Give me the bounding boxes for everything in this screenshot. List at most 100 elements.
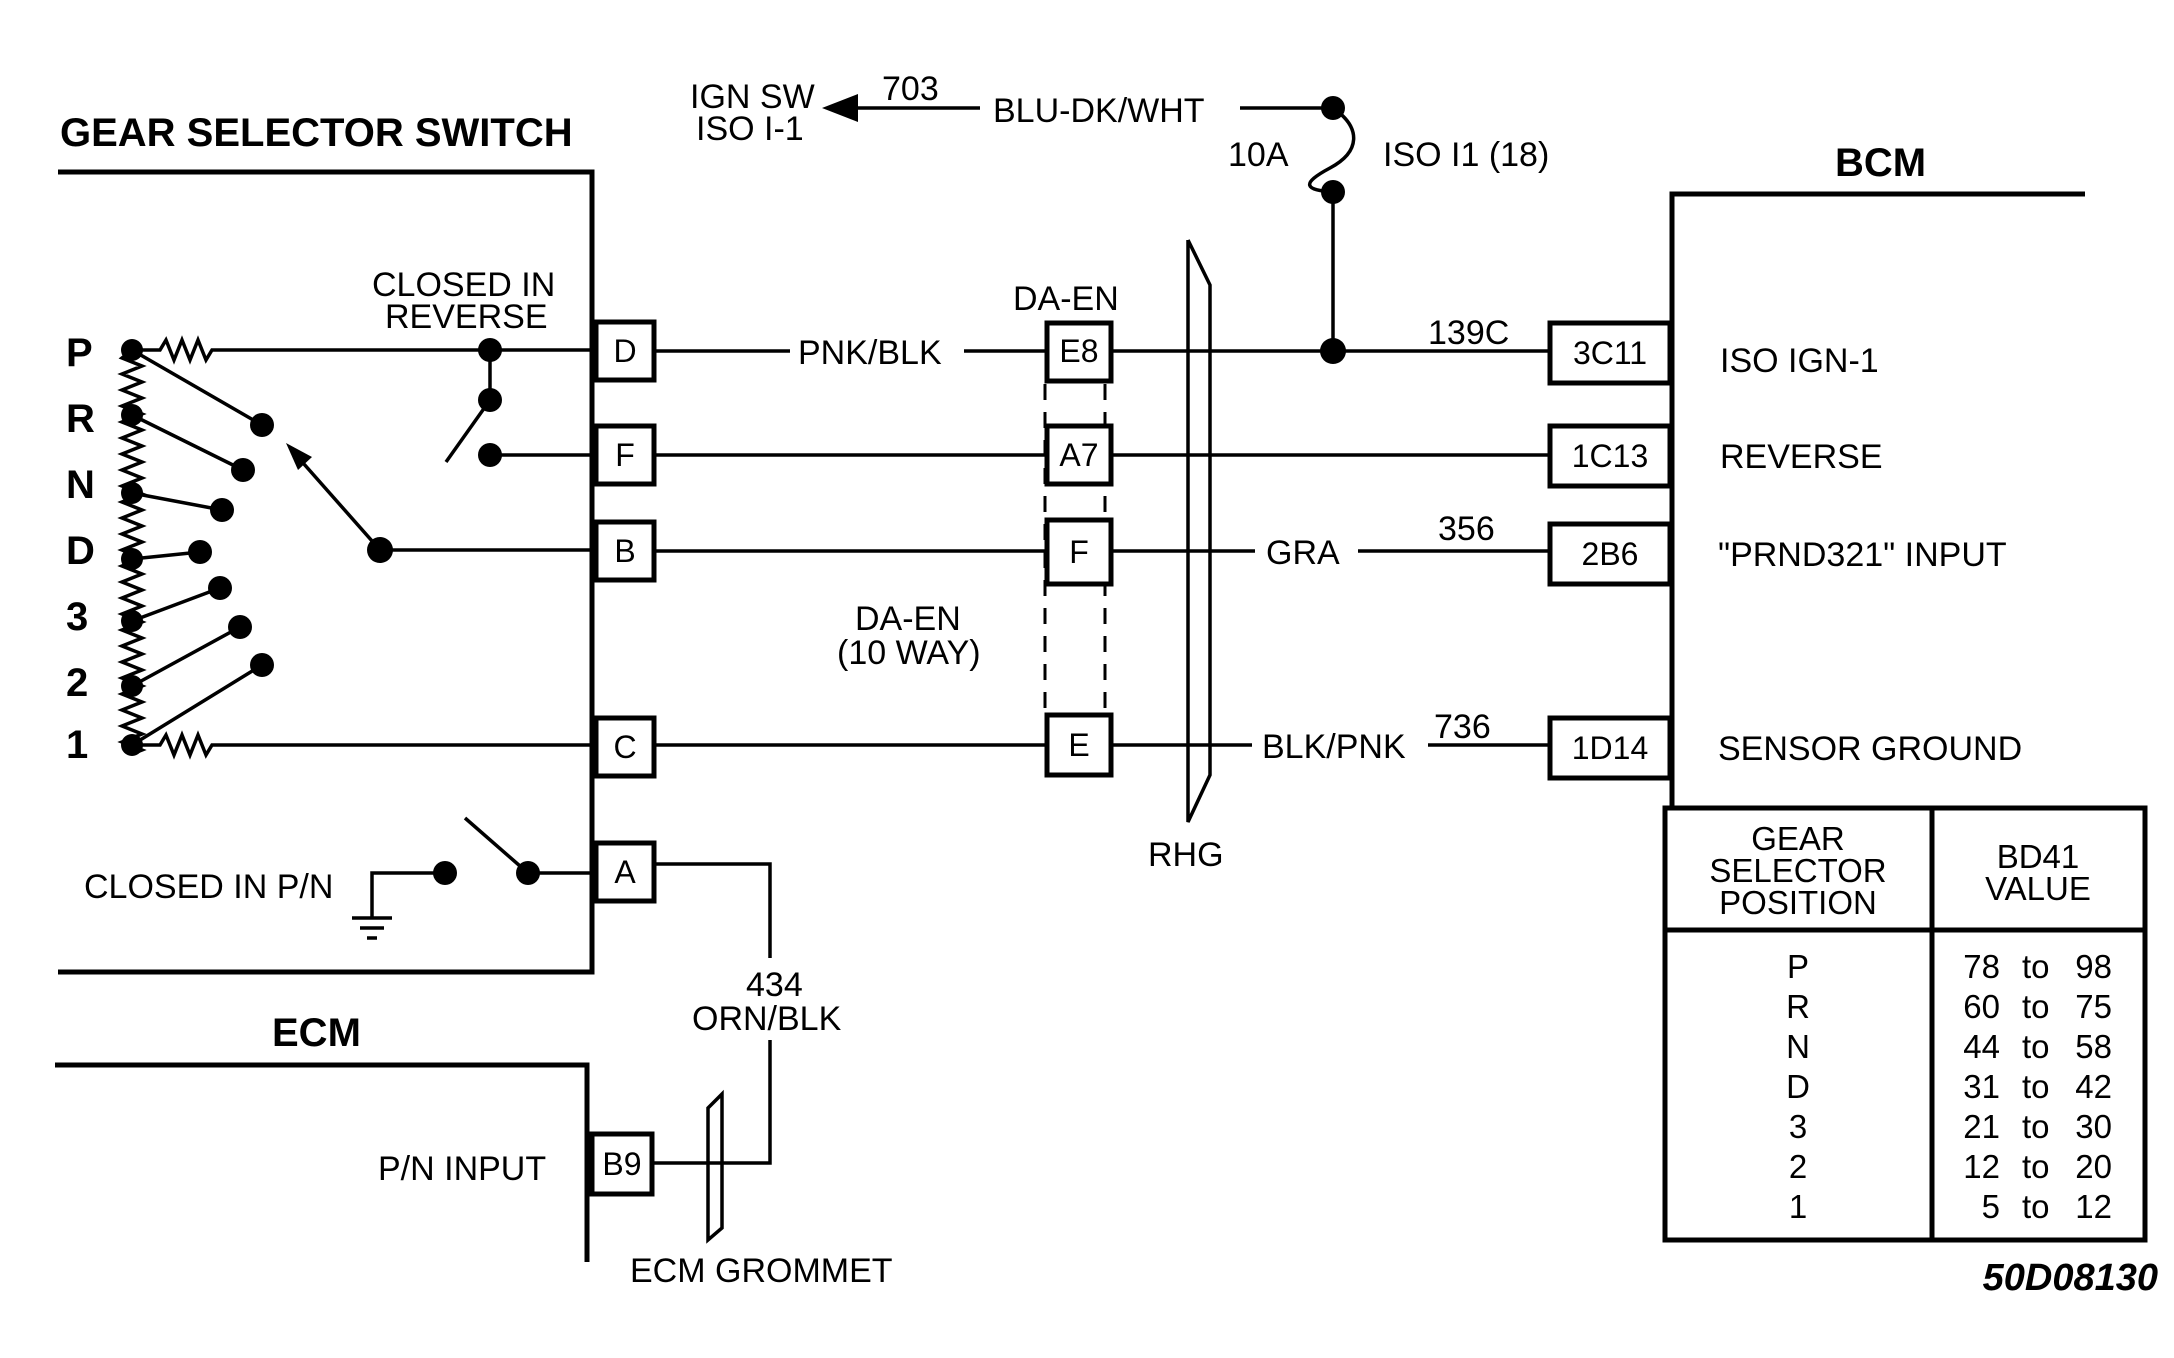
table-cell-high: 12: [2075, 1188, 2112, 1225]
table-cell-to: to: [2022, 1148, 2050, 1185]
da-en-top-label: DA-EN: [1013, 280, 1119, 318]
ecm-grommet: [706, 1089, 724, 1244]
bcm-pin-1c13: 1C13: [1572, 438, 1649, 474]
table-cell-position: N: [1786, 1028, 1810, 1065]
table-cell-high: 98: [2075, 948, 2112, 985]
table-cell-to: to: [2022, 1108, 2050, 1145]
gear-label-2: 2: [66, 661, 88, 705]
tap-line-n: [131, 491, 223, 512]
table-cell-position: 1: [1789, 1188, 1807, 1225]
fuse-name-label: ISO I1 (18): [1383, 136, 1549, 174]
table-cell-position: P: [1787, 948, 1809, 985]
table-header-value: VALUE: [1985, 870, 2091, 907]
table-cell-low: 78: [1963, 948, 2000, 985]
bcm-label-sensor-ground: SENSOR GROUND: [1718, 730, 2022, 768]
wiper-arrowhead: [286, 443, 312, 470]
bcm-pin-box-1c13: [1547, 423, 1673, 489]
table-cell-high: 30: [2075, 1108, 2112, 1145]
wire-orn-blk-label: ORN/BLK: [692, 1000, 842, 1038]
ign-sw-label-2: ISO I-1: [696, 110, 804, 148]
bcm-label-prnd321: "PRND321" INPUT: [1718, 536, 2007, 574]
closed-in-pn-label: CLOSED IN P/N: [84, 868, 333, 906]
table-cell-position: 3: [1789, 1108, 1807, 1145]
wire-ecm-lower: [654, 1040, 772, 1165]
tap-line-r: [131, 413, 244, 472]
table-header-gear: GEAR: [1751, 820, 1845, 857]
bcm-label-iso-ign: ISO IGN-1: [1720, 342, 1879, 380]
connector-pin-f: F: [1069, 534, 1089, 570]
connector-pin-box-a7: [1044, 423, 1114, 487]
table-cell-to: to: [2022, 988, 2050, 1025]
connector-pin-box-f: [1044, 517, 1114, 587]
bcm-pins: 3C11 ISO IGN-1 1C13 REVERSE 2B6 "PRND321…: [1547, 320, 2022, 781]
contact-r: [231, 458, 255, 482]
connector-pin-a7: A7: [1059, 437, 1098, 473]
table-cell-to: to: [2022, 1188, 2050, 1225]
contact-3: [208, 576, 232, 600]
bcm-label-reverse: REVERSE: [1720, 438, 1883, 476]
contact-n: [210, 498, 234, 522]
pin-box-d: [593, 319, 657, 383]
contact-2: [228, 615, 252, 639]
pin-box-a: [593, 840, 657, 904]
ladder-taps: [121, 339, 274, 756]
gear-position-labels: P R N D 3 2 1: [66, 331, 95, 767]
pin-label-c: C: [613, 729, 636, 765]
pn-switch-left-dot: [433, 861, 457, 885]
gear-label-3: 3: [66, 595, 88, 639]
pin-box-b: [593, 519, 657, 583]
ecm-title: ECM: [272, 1011, 361, 1055]
rhg-label: RHG: [1148, 836, 1224, 874]
ign-arrowhead: [822, 94, 858, 122]
bd41-value-table: GEAR SELECTOR POSITION BD41 VALUE P 78 t…: [1662, 805, 2148, 1243]
da-en-mid-label-2: (10 WAY): [837, 634, 981, 672]
gear-label-p: P: [66, 331, 93, 375]
pn-ground-wire: [370, 871, 445, 918]
wiper-arm: [294, 453, 382, 552]
table-cell-to: to: [2022, 1028, 2050, 1065]
tap-line-p: [131, 348, 263, 427]
gear-label-d: D: [66, 529, 95, 573]
pin-label-a: A: [614, 854, 636, 890]
table-cell-low: 60: [1963, 988, 2000, 1025]
reverse-switch-blade: [444, 398, 492, 464]
wire-a-to-ecm: [654, 862, 772, 958]
connector-pin-box-e8: [1044, 320, 1114, 384]
table-row: 2 12 to 20: [1789, 1148, 2112, 1185]
table-header-bd41: BD41: [1997, 838, 2080, 875]
bcm-title: BCM: [1835, 141, 1926, 185]
wire-pnk-blk-label: PNK/BLK: [798, 334, 942, 372]
gear-selector-switch-title: GEAR SELECTOR SWITCH: [60, 111, 573, 155]
pn-switch-blade: [463, 816, 530, 875]
table-row: P 78 to 98: [1787, 948, 2112, 985]
contact-1: [250, 653, 274, 677]
ign-703-label: 703: [882, 70, 939, 108]
table-cell-high: 20: [2075, 1148, 2112, 1185]
wire-139c-label: 139C: [1428, 314, 1509, 352]
top-resistor: [132, 335, 592, 365]
table-row: R 60 to 75: [1786, 988, 2112, 1025]
table-row: D 31 to 42: [1786, 1068, 2112, 1105]
closed-in-reverse-label-1: CLOSED IN: [372, 266, 555, 304]
closed-in-reverse-label-2: REVERSE: [385, 298, 548, 336]
table-cell-position: 2: [1789, 1148, 1807, 1185]
fuse-rating-label: 10A: [1228, 136, 1289, 174]
connector-pin-e8: E8: [1059, 333, 1098, 369]
pin-label-d: D: [613, 333, 636, 369]
connector-pin-e: E: [1068, 727, 1089, 763]
switch-connector-pins: D F B C A: [593, 319, 657, 904]
figure-id: 50D08130: [1983, 1257, 2158, 1299]
wire-434-label: 434: [746, 966, 803, 1004]
ecm-outline: [55, 1062, 590, 1262]
wire-356-label: 356: [1438, 510, 1495, 548]
bcm-pin-2b6: 2B6: [1582, 536, 1639, 572]
da-en-mid-label-1: DA-EN: [855, 600, 961, 638]
table-cell-position: D: [1786, 1068, 1810, 1105]
table-row: 1 5 to 12: [1789, 1188, 2112, 1225]
ign-sw-label-1: IGN SW: [690, 78, 815, 116]
gear-selector-switch-outline: [58, 169, 595, 975]
ign-wire-color-label: BLU-DK/WHT: [993, 92, 1205, 130]
gear-label-1: 1: [66, 723, 88, 767]
connector-pin-box-e: [1044, 712, 1114, 778]
splice-dot: [1320, 338, 1346, 364]
